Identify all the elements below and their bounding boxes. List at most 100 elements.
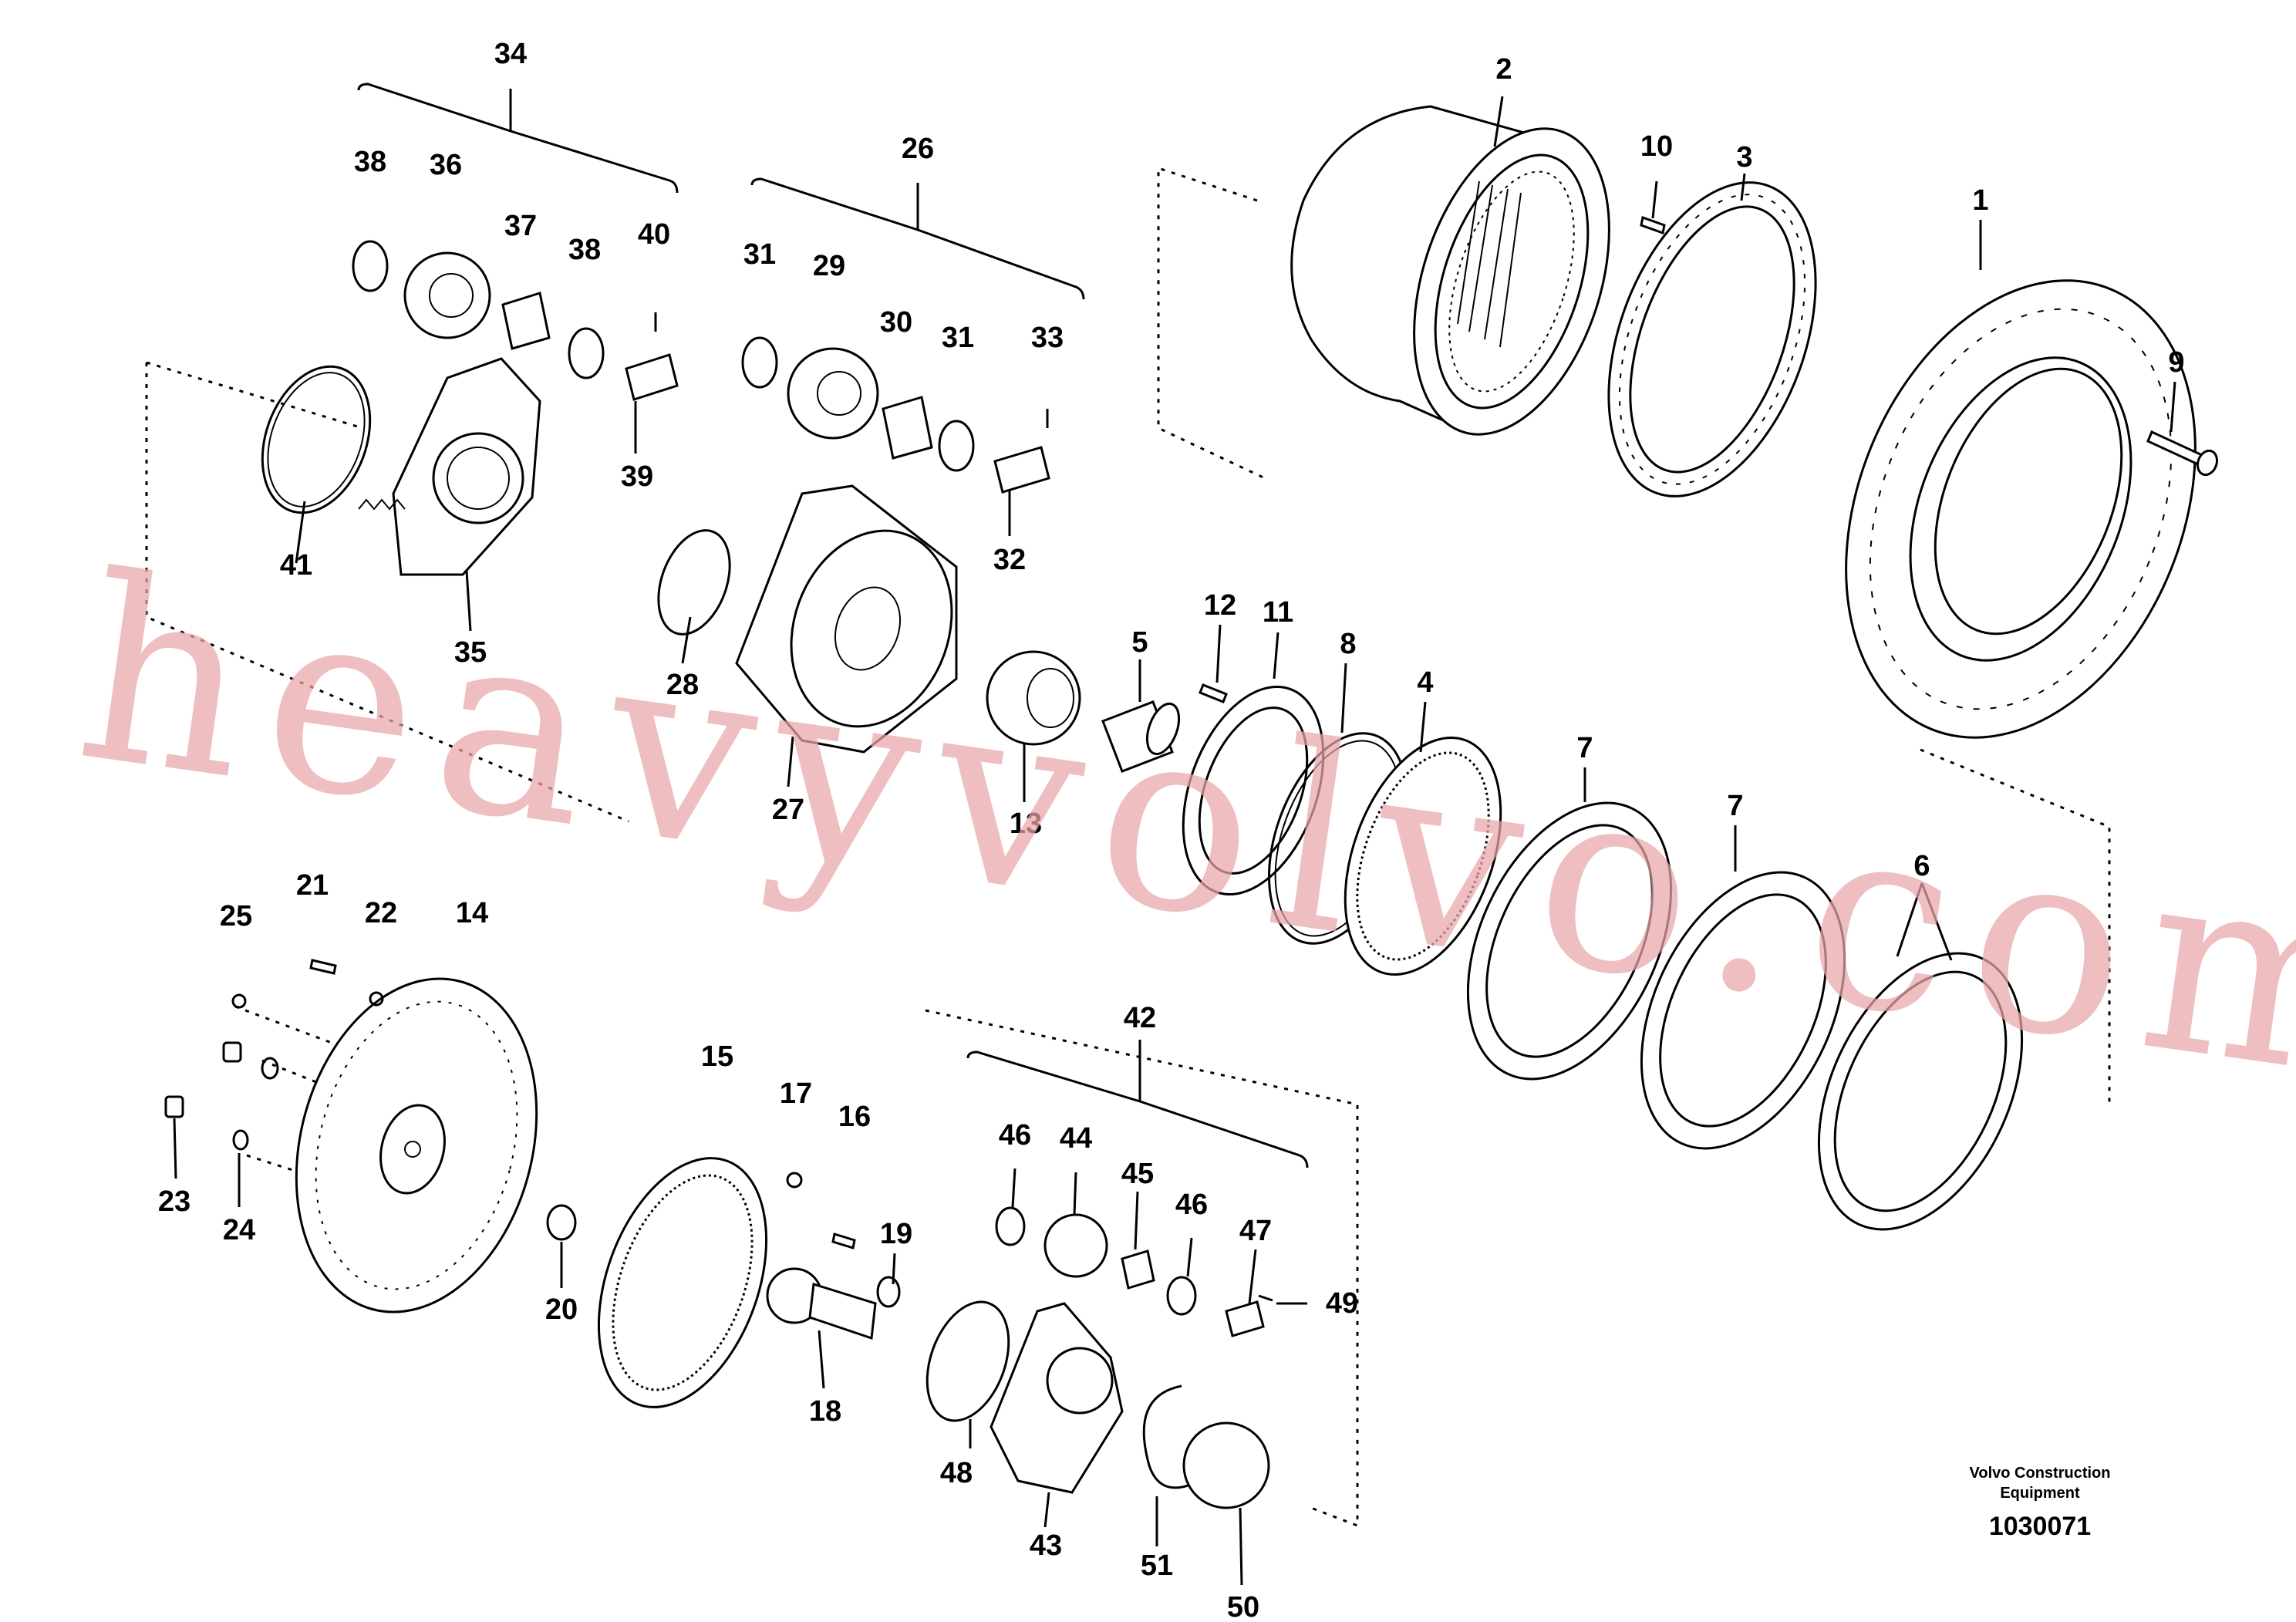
seal-part-7-right	[1640, 871, 1846, 1150]
callout-41: 41	[280, 549, 312, 582]
callout-7-right: 7	[1727, 790, 1743, 822]
washer-part-38-right	[568, 327, 605, 379]
bearing-part-45	[1121, 1249, 1155, 1290]
callout-47: 47	[1239, 1215, 1272, 1247]
snap-ring-part-51	[1142, 1384, 1200, 1489]
callout-42: 42	[1124, 1002, 1156, 1034]
callout-4: 4	[1417, 666, 1433, 699]
bearing-part-30	[882, 396, 933, 460]
seal-part-7-left	[1466, 801, 1673, 1081]
brand-line-2: Equipment	[2000, 1485, 2080, 1502]
gear-part-44	[1043, 1213, 1108, 1278]
callout-20: 20	[545, 1293, 578, 1326]
callout-30: 30	[880, 306, 912, 339]
callout-8: 8	[1340, 628, 1356, 660]
washer-part-38-left	[352, 240, 389, 292]
callout-31-left: 31	[743, 238, 776, 271]
brand-line-1: Volvo Construction	[1970, 1465, 2111, 1482]
callout-26: 26	[902, 133, 934, 165]
housing-part-2	[1290, 105, 1610, 436]
drawing-number: 1030071	[1989, 1512, 2091, 1541]
small-parts-16-17-19	[786, 1172, 901, 1308]
bolt-part-9	[2146, 430, 2219, 477]
callout-31-right: 31	[942, 322, 974, 354]
callout-27: 27	[772, 794, 804, 826]
bolt-part-12	[1199, 683, 1228, 703]
callout-23: 23	[158, 1185, 190, 1218]
small-parts-21-25	[164, 959, 577, 1241]
callout-19: 19	[880, 1218, 912, 1250]
washer-part-31-right	[938, 420, 975, 472]
callout-24: 24	[223, 1214, 255, 1246]
pin-part-10	[1640, 216, 1666, 234]
cover-part-14	[295, 977, 538, 1313]
callout-35: 35	[454, 636, 487, 669]
callout-34: 34	[494, 38, 527, 70]
callout-51: 51	[1141, 1549, 1173, 1582]
planet-carrier-part-27	[735, 484, 958, 754]
bearing-part-37	[501, 292, 551, 350]
pin-part-49	[1258, 1294, 1273, 1302]
washer-part-46-right	[1166, 1276, 1197, 1316]
callout-21: 21	[296, 869, 329, 902]
callout-17: 17	[780, 1077, 812, 1110]
callout-44: 44	[1060, 1122, 1092, 1155]
callout-48: 48	[940, 1457, 973, 1489]
gear-part-29	[787, 347, 879, 440]
callout-43: 43	[1030, 1529, 1062, 1562]
hub-flange-part-1	[1845, 279, 2197, 739]
callout-15: 15	[701, 1040, 733, 1073]
ring-part-3	[1607, 181, 1817, 497]
callout-50: 50	[1227, 1591, 1259, 1622]
pin-part-47	[1225, 1300, 1265, 1337]
callout-36: 36	[430, 149, 462, 181]
callout-10: 10	[1640, 130, 1673, 163]
planet-carrier-part-43	[990, 1302, 1124, 1494]
ring-gear-part-4	[1344, 737, 1502, 976]
callout-40: 40	[638, 218, 670, 251]
callout-5: 5	[1131, 626, 1148, 659]
callout-39: 39	[621, 460, 653, 493]
callout-28: 28	[666, 669, 699, 701]
sun-gear-part-13	[986, 650, 1081, 746]
callout-32: 32	[993, 544, 1026, 576]
callout-37: 37	[504, 210, 537, 242]
callout-46-right: 46	[1175, 1189, 1208, 1221]
callout-16: 16	[838, 1101, 871, 1133]
ring-gear-part-15	[597, 1157, 768, 1408]
o-ring-part-41	[261, 365, 372, 514]
o-ring-part-48	[925, 1300, 1010, 1422]
callout-1: 1	[1972, 184, 1988, 217]
pin-part-32	[993, 446, 1050, 494]
drawing-caption: Volvo Construction Equipment 1030071	[1970, 1465, 2111, 1541]
callout-29: 29	[813, 250, 845, 282]
washer-part-46-left	[995, 1206, 1026, 1246]
callout-22: 22	[365, 897, 397, 929]
washer-part-31-left	[741, 336, 778, 389]
callout-38-left: 38	[354, 146, 386, 178]
callout-6: 6	[1913, 850, 1930, 882]
callout-33: 33	[1031, 322, 1064, 354]
callout-45: 45	[1121, 1158, 1154, 1190]
callout-11: 11	[1263, 596, 1293, 629]
callout-46-left: 46	[999, 1119, 1031, 1152]
bearing-ring-part-11	[1182, 685, 1325, 896]
callout-25: 25	[220, 900, 252, 932]
callout-12: 12	[1204, 589, 1236, 622]
callout-9: 9	[2168, 346, 2184, 379]
callout-7-left: 7	[1576, 732, 1593, 764]
callout-38-right: 38	[568, 234, 601, 266]
shaft-part-18	[766, 1267, 877, 1340]
callout-2: 2	[1495, 53, 1512, 86]
pin-part-39	[625, 353, 679, 401]
sleeve-part-5	[1101, 700, 1181, 773]
callout-49: 49	[1326, 1287, 1358, 1320]
planet-carrier-part-35	[358, 357, 541, 576]
callout-14: 14	[456, 897, 488, 929]
callout-18: 18	[809, 1395, 841, 1428]
callout-13: 13	[1010, 808, 1042, 840]
gear-part-50	[1182, 1421, 1270, 1509]
seal-part-6	[1817, 952, 2024, 1231]
